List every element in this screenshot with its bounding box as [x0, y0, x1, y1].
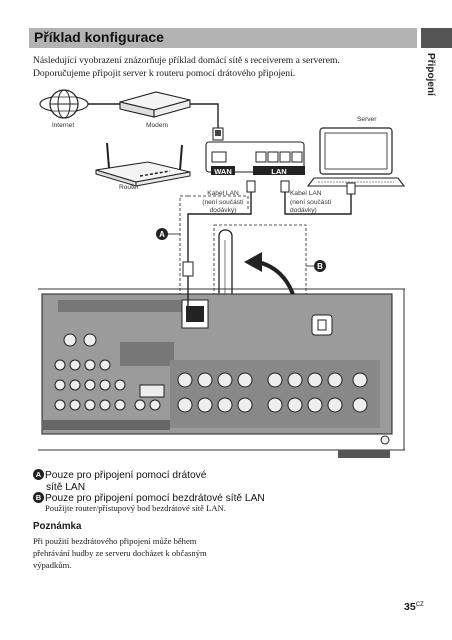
- modem-label: Modem: [146, 122, 168, 129]
- section-title-bar: Příklad konfigurace: [29, 28, 417, 48]
- cable-lan-label-1: Kabel LAN (není součástí dodávky): [202, 190, 244, 214]
- receiver-rear-panel: [38, 288, 405, 458]
- note-line-3: výpadkům.: [33, 560, 72, 570]
- modem-icon: [119, 91, 191, 118]
- page-language-suffix: CZ: [415, 602, 424, 608]
- router-rear-panel: [205, 141, 305, 175]
- router-label: Router: [119, 184, 139, 191]
- badge-a-icon: A: [156, 228, 168, 240]
- server-laptop-icon: [306, 127, 406, 187]
- network-diagram: WAN LAN A B: [38, 89, 406, 458]
- note-line-1: Při použití bezdrátového připojení může …: [33, 536, 197, 546]
- legend-b-line: Pouze pro připojení pomocí bezdrátové sí…: [45, 493, 265, 504]
- wan-port-label: WAN: [214, 167, 232, 176]
- router-icon: [95, 142, 191, 187]
- badge-b-label: B: [317, 262, 323, 271]
- internet-label: Internet: [51, 122, 75, 129]
- note-heading: Poznámka: [33, 521, 82, 532]
- legend-a-line-1: Pouze pro připojení pomocí drátové: [45, 470, 207, 481]
- section-title: Příklad konfigurace: [34, 29, 164, 45]
- badge-a-label: A: [159, 230, 165, 239]
- cable-lan-label-2: Kabel LAN (není součástí dodávky): [290, 190, 332, 214]
- modem-router-cable: [190, 103, 219, 128]
- chapter-tab: [421, 28, 452, 48]
- legend-a-line-2: sítě LAN: [46, 482, 86, 493]
- intro-line-2: Doporučujeme připojit server k routeru p…: [33, 68, 296, 79]
- legend-badge-a: A: [33, 469, 44, 480]
- lan-port-label: LAN: [271, 167, 286, 176]
- server-lan-cable: [284, 186, 352, 215]
- badge-b-icon: B: [314, 260, 326, 272]
- intro-line-1: Následující vyobrazení znázorňuje příkla…: [33, 55, 340, 66]
- internet-globe-icon: [39, 89, 89, 119]
- page-number-value: 35: [404, 601, 416, 613]
- server-label: Server: [357, 116, 377, 123]
- note-line-2: přehrávání hudby ze serveru docházet k o…: [33, 548, 207, 558]
- legend-badge-b: B: [33, 492, 44, 503]
- intro-paragraph: Následující vyobrazení znázorňuje příkla…: [33, 54, 418, 80]
- receiver-lan-cable: [187, 192, 252, 262]
- note-body: Při použití bezdrátového připojení může …: [33, 535, 213, 571]
- page-number: 35CZ: [404, 601, 424, 613]
- legend-b-subtext: Použijte router/přístupový bod bezdrátov…: [45, 503, 226, 513]
